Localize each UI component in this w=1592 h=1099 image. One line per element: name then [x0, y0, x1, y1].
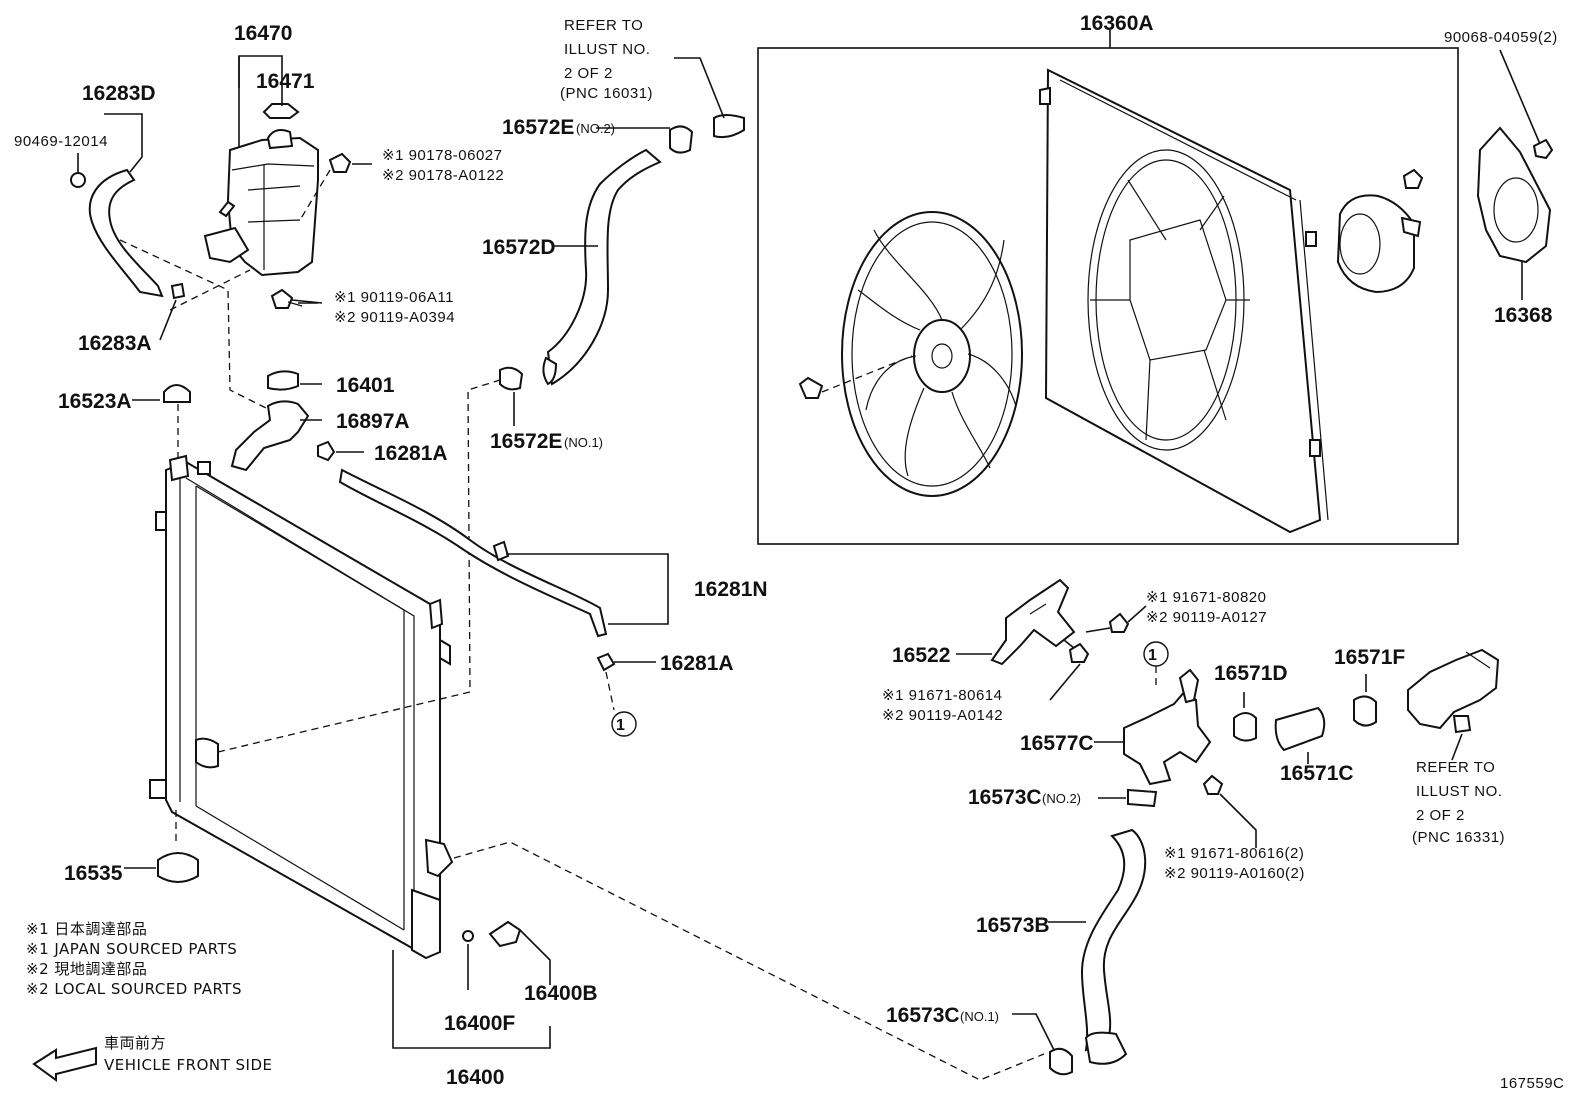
overflow-hose — [338, 468, 669, 711]
clip-90469 — [70, 172, 86, 188]
direction-en: VEHICLE FRONT SIDE — [104, 1056, 273, 1074]
radiator-16400 — [149, 454, 454, 960]
refer-right-line1: REFER TO — [1416, 759, 1495, 776]
lower-hose-16573b — [1012, 828, 1147, 1076]
legend-line-1: ※1 日本調達部品 — [26, 920, 147, 938]
callout-90178-a0122: ※2 90178-A0122 — [382, 167, 504, 184]
label-16572e-bot-tag: (NO.1) — [564, 435, 603, 450]
label-90068-04059: 90068-04059(2) — [1444, 29, 1558, 46]
refer-right-line4: (PNC 16331) — [1412, 829, 1505, 846]
label-16577c: 16577C — [1020, 732, 1094, 755]
label-16471: 16471 — [256, 70, 315, 93]
label-16573c-top: 16573C — [968, 786, 1042, 809]
upper-mount-16523a — [132, 384, 191, 460]
label-16281a-bot: 16281A — [660, 652, 734, 675]
label-16573c-bot: 16573C — [886, 1004, 960, 1027]
water-outlet-16577c — [1094, 666, 1257, 848]
legend-line-4: ※2 LOCAL SOURCED PARTS — [26, 980, 242, 998]
label-90469-12014: 90469-12014 — [14, 133, 108, 150]
label-16360a: 16360A — [1080, 12, 1154, 35]
label-16400: 16400 — [446, 1066, 504, 1089]
drain-plug — [392, 920, 551, 1049]
label-16572e-top: 16572E — [502, 116, 574, 139]
label-16283a: 16283A — [78, 332, 152, 355]
hose-16283d — [70, 113, 186, 341]
label-16571c: 16571C — [1280, 762, 1354, 785]
label-16368: 16368 — [1494, 304, 1553, 327]
callout-90119-a0160: ※2 90119-A0160(2) — [1164, 865, 1305, 882]
fan-blade — [798, 211, 1023, 497]
label-16535: 16535 — [64, 862, 123, 885]
refer-top-line3: 2 OF 2 — [564, 65, 613, 82]
fan-shroud — [1039, 68, 1329, 534]
label-16572e-top-tag: (NO.2) — [576, 121, 615, 136]
label-16522: 16522 — [892, 644, 950, 667]
refer-right-line3: 2 OF 2 — [1416, 807, 1465, 824]
label-16283d: 16283D — [82, 82, 156, 105]
label-16572d: 16572D — [482, 236, 556, 259]
reservoir-cap — [262, 103, 300, 119]
label-16523a: 16523A — [58, 390, 132, 413]
illustration-id: 167559C — [1500, 1075, 1564, 1092]
callout-90119-a0142: ※2 90119-A0142 — [882, 707, 1003, 724]
label-16573c-bot-tag: (NO.1) — [960, 1009, 999, 1024]
legend-line-2: ※1 JAPAN SOURCED PARTS — [26, 940, 237, 958]
label-16571d: 16571D — [1214, 662, 1288, 685]
connection-marker-1-text: 1 — [616, 717, 625, 734]
fan-cover — [1476, 49, 1554, 300]
direction-jp: 車両前方 — [104, 1034, 166, 1052]
refer-top-line1: REFER TO — [564, 17, 643, 34]
legend-line-3: ※2 現地調達部品 — [26, 960, 147, 978]
lower-mount-16535 — [124, 810, 199, 883]
label-16400f: 16400F — [444, 1012, 515, 1035]
callout-90178-06027: ※1 90178-06027 — [382, 147, 503, 164]
hose-16571 — [1233, 674, 1377, 764]
connection-marker-1 — [611, 711, 637, 737]
callout-90119-a0127: ※2 90119-A0127 — [1146, 609, 1267, 626]
filler-neck — [230, 370, 364, 472]
connection-marker-2 — [1143, 641, 1169, 667]
label-16571f: 16571F — [1334, 646, 1405, 669]
label-16897a: 16897A — [336, 410, 410, 433]
fan-motor — [1336, 168, 1424, 294]
callout-90119-06a11: ※1 90119-06A11 — [334, 289, 454, 306]
label-16281a-top: 16281A — [374, 442, 448, 465]
refer-top-line2: ILLUST NO. — [564, 41, 650, 58]
upper-hose — [499, 57, 745, 426]
connection-marker-2-text: 1 — [1148, 647, 1157, 664]
label-16401: 16401 — [336, 374, 395, 397]
fan-assembly-box — [757, 47, 1459, 545]
refer-right-line2: ILLUST NO. — [1416, 783, 1502, 800]
thermostat-housing — [1407, 648, 1500, 761]
label-16470: 16470 — [234, 22, 292, 45]
reservoir-fasteners — [270, 152, 372, 309]
label-16573c-top-tag: (NO.2) — [1042, 791, 1081, 806]
callout-91671-80614: ※1 91671-80614 — [882, 687, 1003, 704]
label-16400b: 16400B — [524, 982, 598, 1005]
bracket-16522 — [956, 578, 1147, 701]
label-16572e-bot: 16572E — [490, 430, 562, 453]
callout-90119-a0394: ※2 90119-A0394 — [334, 309, 455, 326]
label-16573b: 16573B — [976, 914, 1050, 937]
refer-top-line4: (PNC 16031) — [560, 85, 653, 102]
callout-91671-80616: ※1 91671-80616(2) — [1164, 845, 1304, 862]
reservoir-group — [203, 55, 319, 277]
label-16281n: 16281N — [694, 578, 768, 601]
front-direction-arrow — [32, 1046, 97, 1082]
callout-91671-80820: ※1 91671-80820 — [1146, 589, 1267, 606]
